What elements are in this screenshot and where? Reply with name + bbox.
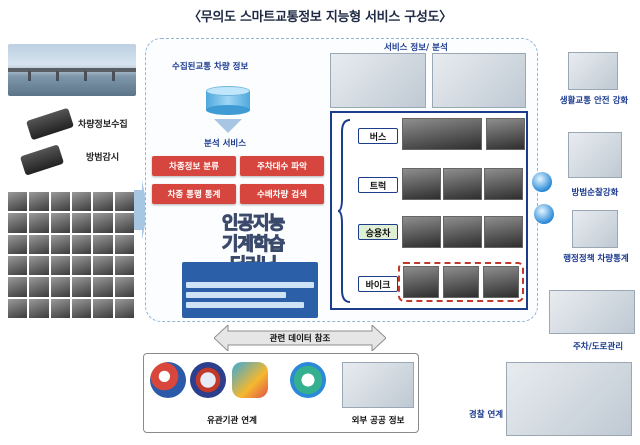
car-image-3 bbox=[484, 216, 523, 248]
car-image-2 bbox=[443, 216, 482, 248]
service-wanted-search: 수배차량 검색 bbox=[240, 184, 324, 204]
database-icon bbox=[206, 86, 250, 116]
service-info-label: 서비스 정보/ 분석 bbox=[384, 43, 448, 53]
tag-bike: 바이크 bbox=[358, 276, 398, 292]
ai-system-screenshot bbox=[182, 262, 318, 318]
public-info-label: 외부 공공 정보 bbox=[351, 416, 405, 426]
bike-image-2 bbox=[443, 266, 479, 298]
bike-image-3 bbox=[483, 266, 519, 298]
ai-label: 인공지능 bbox=[221, 213, 285, 235]
right-label-patrol: 방범순찰강화 bbox=[571, 188, 619, 198]
service-parking-count: 주차대수 파악 bbox=[240, 156, 324, 176]
right-label-safety: 생활교통 안전 강화 bbox=[559, 96, 629, 106]
globe-icon bbox=[532, 172, 552, 192]
truck-image-2 bbox=[443, 168, 482, 200]
service-vehicle-class: 차종정보 분류 bbox=[152, 156, 236, 176]
bike-image-1 bbox=[403, 266, 439, 298]
road-management-image bbox=[549, 290, 635, 334]
police-control-room-image bbox=[506, 362, 632, 436]
dashboard-screenshot-2 bbox=[432, 53, 526, 108]
cctv-camera-icon bbox=[19, 144, 65, 176]
truck-image-1 bbox=[402, 168, 441, 200]
vehicle-camera-icon bbox=[25, 107, 75, 141]
agency-logo-2 bbox=[190, 362, 226, 398]
truck-image-3 bbox=[484, 168, 523, 200]
brace-icon bbox=[338, 119, 351, 303]
tag-truck: 트럭 bbox=[358, 177, 398, 193]
down-arrow-icon bbox=[214, 119, 242, 133]
analysis-service-label: 분석 서비스 bbox=[204, 139, 247, 149]
agency-logo-1 bbox=[150, 362, 186, 398]
statistics-image bbox=[572, 210, 618, 248]
right-label-policy: 행정정책 차량통계 bbox=[563, 254, 629, 264]
crime-watch-label: 방범감시 bbox=[86, 153, 120, 163]
agency-label: 유관기관 연계 bbox=[207, 416, 257, 426]
bridge-photo bbox=[8, 44, 136, 96]
ml-label: 기계학습 bbox=[221, 234, 285, 256]
right-label-police: 경찰 연계 bbox=[468, 410, 504, 420]
police-officer-image bbox=[568, 132, 622, 178]
bus-image-2 bbox=[486, 118, 525, 150]
cctv-image-mosaic bbox=[8, 192, 134, 318]
public-info-screenshot bbox=[342, 362, 414, 408]
tag-bus: 버스 bbox=[358, 128, 398, 144]
service-traffic-stats: 차종 통행 통계 bbox=[152, 184, 236, 204]
diagram-title: 〈무의도 스마트교통정보 지능형 서비스 구성도〉 bbox=[188, 10, 452, 25]
right-label-parking: 주차/도로관리 bbox=[572, 342, 624, 352]
tag-car: 승용차 bbox=[358, 224, 398, 240]
input-arrow bbox=[134, 180, 148, 240]
agency-logo-3 bbox=[232, 362, 268, 398]
safety-sign-image bbox=[568, 52, 618, 90]
vehicle-collection-label: 차량정보수집 bbox=[78, 120, 128, 130]
agency-logo-4 bbox=[290, 362, 326, 398]
collected-info-label: 수집된교통 차량 정보 bbox=[172, 62, 249, 72]
bike-highlight-box bbox=[398, 262, 524, 302]
dashboard-screenshot-1 bbox=[330, 53, 426, 108]
reference-label: 관련 데이터 참조 bbox=[269, 334, 331, 344]
car-image-1 bbox=[402, 216, 441, 248]
bus-image bbox=[402, 118, 482, 150]
mouse-globe-icon bbox=[534, 204, 554, 224]
reference-arrow bbox=[214, 325, 386, 351]
